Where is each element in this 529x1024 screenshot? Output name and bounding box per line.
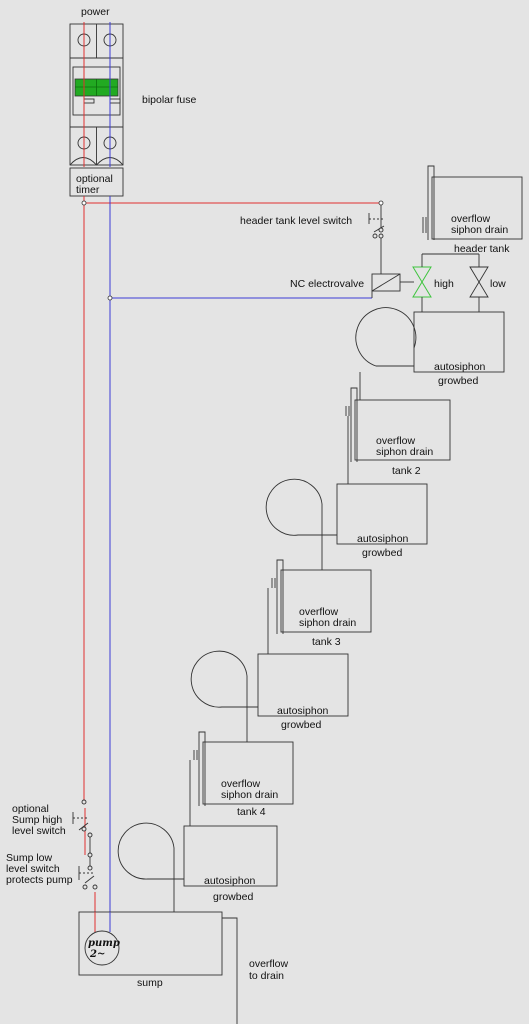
tank-4: [202, 741, 294, 805]
sump-label: sump: [137, 977, 163, 989]
bipolar-fuse: [69, 23, 124, 166]
growbed-4-autosiphon-label: autosiphon: [204, 875, 256, 887]
tank-3: [280, 569, 372, 633]
pump-icon: pump 2~: [84, 930, 120, 966]
tank-4-label: tank 4: [237, 806, 266, 818]
growbed-3-label: growbed: [281, 719, 321, 731]
overflow-drain-pipe: [222, 917, 238, 1024]
growbed-4-label: growbed: [213, 891, 253, 903]
growbed-2-label: growbed: [362, 547, 402, 559]
low-valve-icon: [469, 266, 489, 298]
pump-label-2: 2~: [89, 949, 105, 960]
growbed-1: [413, 311, 505, 373]
tank-4-overflow-label-1: overflow: [221, 778, 261, 790]
growbed-4: [183, 825, 278, 887]
tank-2-overflow-label-1: overflow: [376, 435, 416, 447]
header-tank-overflow-label-2: siphon drain: [451, 224, 508, 236]
tank-2-label: tank 2: [392, 465, 421, 477]
neutral-wire: [109, 22, 372, 932]
sump-low-switch-label-3: protects pump: [6, 874, 73, 886]
tank-3-label: tank 3: [312, 636, 341, 648]
tank-2: [354, 399, 451, 461]
growbed-1-autosiphon-label: autosiphon: [434, 361, 486, 373]
optional-timer-label-1: optional: [76, 173, 113, 185]
high-valve-label: high: [434, 278, 454, 290]
overflow-to-drain-label-1: overflow: [249, 958, 289, 970]
sump-high-switch-label-1: optional: [12, 803, 49, 815]
growbed-3: [257, 653, 349, 717]
header-tank-level-switch-icon: [368, 205, 385, 274]
growbed-3-autosiphon-label: autosiphon: [277, 705, 329, 717]
growbed-1-label: growbed: [438, 375, 478, 387]
sump-high-level-switch-icon: [72, 799, 93, 858]
optional-timer-box: [69, 167, 124, 197]
optional-timer-label-2: timer: [76, 184, 100, 196]
power-label: power: [81, 6, 110, 18]
sump-low-switch-label-2: level switch: [6, 863, 60, 875]
header-tank-label: header tank: [454, 243, 510, 255]
sump-high-switch-label-2: Sump high: [12, 814, 62, 826]
growbed-2-autosiphon-label: autosiphon: [357, 533, 409, 545]
sump-high-switch-label-3: level switch: [12, 825, 66, 837]
sump-low-switch-label-1: Sump low: [6, 852, 53, 864]
header-tank: [431, 176, 523, 240]
bipolar-fuse-label: bipolar fuse: [142, 94, 196, 106]
electrovalve-coil-icon: [371, 273, 414, 298]
low-valve-label: low: [490, 278, 506, 290]
pump-label-1: pump: [88, 938, 120, 949]
overflow-to-drain-label-2: to drain: [249, 970, 284, 982]
growbed-2: [336, 483, 428, 545]
high-valve-icon: [412, 266, 432, 298]
nc-electrovalve-label: NC electrovalve: [290, 278, 364, 290]
tank-3-overflow-label-2: siphon drain: [299, 617, 356, 629]
sump-low-level-switch-icon: [78, 857, 98, 890]
header-tank-level-switch-label: header tank level switch: [240, 215, 352, 227]
tank-4-overflow-label-2: siphon drain: [221, 789, 278, 801]
header-tank-overflow-label-1: overflow: [451, 213, 491, 225]
tank-2-overflow-label-2: siphon drain: [376, 446, 433, 458]
tank-3-overflow-label-1: overflow: [299, 606, 339, 618]
